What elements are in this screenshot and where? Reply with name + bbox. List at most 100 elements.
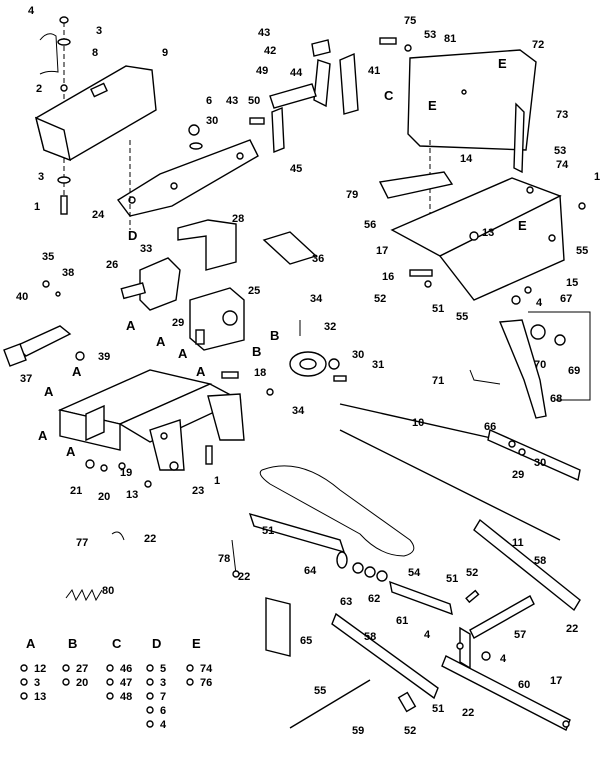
callout-13: 13 bbox=[482, 227, 494, 239]
linkage bbox=[249, 39, 359, 154]
callout-18: 18 bbox=[254, 367, 266, 379]
legend-item-76: 76 bbox=[200, 677, 212, 689]
legend-item-3: 3 bbox=[34, 677, 40, 689]
callout-3: 3 bbox=[96, 25, 102, 37]
callout-68: 68 bbox=[550, 393, 562, 405]
callout-61: 61 bbox=[396, 615, 408, 627]
callout-B: B bbox=[252, 344, 261, 359]
callout-A: A bbox=[126, 318, 136, 333]
callout-55: 55 bbox=[314, 685, 326, 697]
callout-19: 19 bbox=[120, 467, 132, 479]
callout-E: E bbox=[498, 56, 507, 71]
callout-4: 4 bbox=[424, 629, 431, 641]
callout-71: 71 bbox=[432, 375, 444, 387]
legend-item-13: 13 bbox=[34, 691, 46, 703]
legend-hardware-icon bbox=[106, 678, 114, 686]
callout-43: 43 bbox=[258, 27, 270, 39]
legend-hardware-icon bbox=[146, 720, 154, 728]
callout-31: 31 bbox=[372, 359, 384, 371]
callout-51: 51 bbox=[446, 573, 458, 585]
callout-17: 17 bbox=[376, 245, 388, 257]
callout-74: 74 bbox=[556, 159, 569, 171]
callout-70: 70 bbox=[534, 359, 546, 371]
callout-11: 11 bbox=[512, 537, 524, 549]
legend-item-12: 12 bbox=[34, 663, 46, 675]
callout-58: 58 bbox=[364, 631, 376, 643]
callout-51: 51 bbox=[432, 703, 444, 715]
belt bbox=[259, 465, 415, 557]
callout-45: 45 bbox=[290, 163, 302, 175]
callout-A: A bbox=[156, 334, 166, 349]
legend-letter-B: B bbox=[68, 636, 77, 651]
callout-30: 30 bbox=[206, 115, 218, 127]
callout-53: 53 bbox=[424, 29, 436, 41]
callout-1: 1 bbox=[34, 201, 40, 213]
legend-hardware-icon bbox=[62, 678, 70, 686]
callout-A: A bbox=[66, 444, 76, 459]
callout-73: 73 bbox=[556, 109, 568, 121]
legend-hardware-icon bbox=[106, 664, 114, 672]
legend-item-48: 48 bbox=[120, 691, 132, 703]
callout-2: 2 bbox=[36, 83, 42, 95]
callout-20: 20 bbox=[98, 491, 110, 503]
legend-item-47: 47 bbox=[120, 677, 132, 689]
callout-43: 43 bbox=[226, 95, 238, 107]
legend-item-46: 46 bbox=[120, 663, 132, 675]
callout-66: 66 bbox=[484, 421, 496, 433]
pulley bbox=[266, 320, 347, 396]
callout-39: 39 bbox=[98, 351, 110, 363]
callout-22: 22 bbox=[566, 623, 578, 635]
legend-item-6: 6 bbox=[160, 705, 166, 717]
callout-26: 26 bbox=[106, 259, 118, 271]
lower-links bbox=[248, 512, 581, 731]
legend-hardware-icon bbox=[62, 664, 70, 672]
callout-81: 81 bbox=[444, 33, 456, 45]
callout-23: 23 bbox=[192, 485, 204, 497]
legend-hardware-icon bbox=[146, 664, 154, 672]
callout-A: A bbox=[178, 346, 188, 361]
legend-item-20: 20 bbox=[76, 677, 88, 689]
cover-assembly bbox=[34, 16, 157, 215]
callout-E: E bbox=[428, 98, 437, 113]
plate-assembly bbox=[378, 37, 586, 305]
callout-51: 51 bbox=[432, 303, 444, 315]
legend-hardware-icon bbox=[20, 664, 28, 672]
legend-letter-A: A bbox=[26, 636, 36, 651]
callout-16: 16 bbox=[382, 271, 394, 283]
callout-36: 36 bbox=[312, 253, 324, 265]
legend-hardware-icon bbox=[20, 678, 28, 686]
callout-44: 44 bbox=[290, 67, 303, 79]
legend-hardware-icon bbox=[146, 706, 154, 714]
callout-63: 63 bbox=[340, 596, 352, 608]
callout-59: 59 bbox=[352, 725, 364, 737]
callout-25: 25 bbox=[248, 285, 260, 297]
callout-54: 54 bbox=[408, 567, 421, 579]
callout-A: A bbox=[44, 384, 54, 399]
gearbox bbox=[3, 257, 245, 367]
callout-38: 38 bbox=[62, 267, 74, 279]
callout-3: 3 bbox=[38, 171, 44, 183]
legend-letter-E: E bbox=[192, 636, 201, 651]
callout-D: D bbox=[128, 228, 137, 243]
callout-42: 42 bbox=[264, 45, 276, 57]
callout-77: 77 bbox=[76, 537, 88, 549]
callout-40: 40 bbox=[16, 291, 28, 303]
callout-37: 37 bbox=[20, 373, 32, 385]
callout-35: 35 bbox=[42, 251, 54, 263]
legend-item-27: 27 bbox=[76, 663, 88, 675]
callout-14: 14 bbox=[460, 153, 473, 165]
callout-22: 22 bbox=[238, 571, 250, 583]
callout-34: 34 bbox=[292, 405, 305, 417]
callout-6: 6 bbox=[206, 95, 212, 107]
callout-32: 32 bbox=[324, 321, 336, 333]
callout-4: 4 bbox=[28, 5, 35, 17]
callout-58: 58 bbox=[534, 555, 546, 567]
callout-C: C bbox=[384, 88, 394, 103]
callout-56: 56 bbox=[364, 219, 376, 231]
callout-80: 80 bbox=[102, 585, 114, 597]
callout-13: 13 bbox=[126, 489, 138, 501]
callout-75: 75 bbox=[404, 15, 416, 27]
